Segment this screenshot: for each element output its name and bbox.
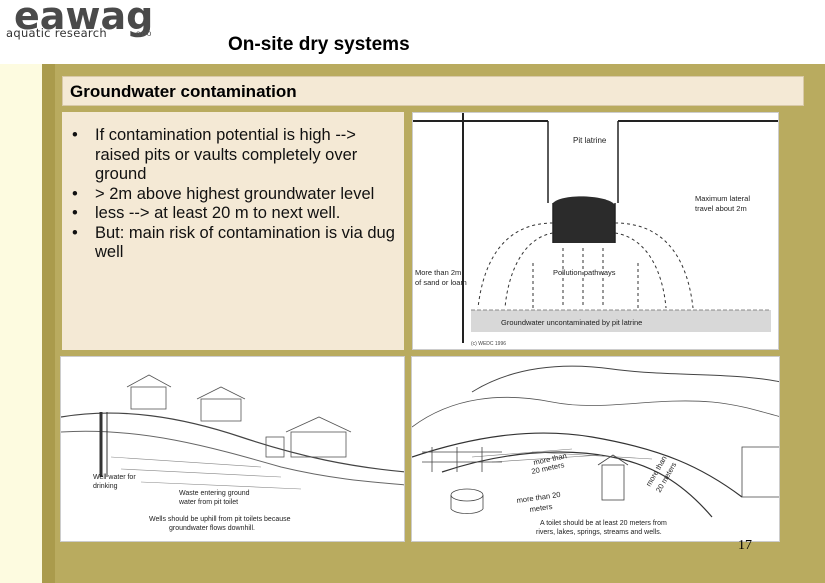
diagram-groundwater-label: Groundwater uncontaminated by pit latrin… [501,318,642,327]
sketch-waste-label-2: water from pit toilet [178,499,238,506]
sketch-right-caption-1: A toilet should be at least 20 meters fr… [540,520,667,527]
diagram-lateral-label-1: Maximum lateral [695,194,750,203]
diagram-pit-label: Pit latrine [573,136,607,145]
pit-latrine-svg: Pit latrine Maximum lateral travel about… [413,113,778,347]
bullet-item: •> 2m above highest groundwater level [72,184,375,203]
river-sketch-svg: more than 20 meters more than 20 meters … [412,365,779,536]
bullet-item: •less --> at least 20 m to next well. [72,204,341,222]
bullet-marker: • [72,223,78,242]
sketch-dist-2b: meters [529,502,553,514]
logo-subtitle: aquatic research [6,26,107,40]
bullet-marker: • [72,204,78,222]
sketch-right-caption-2: rivers, lakes, springs, streams and well… [536,529,662,536]
pit-latrine-diagram: Pit latrine Maximum lateral travel about… [412,112,779,350]
sketch-left-caption-1: Wells should be uphill from pit toilets … [149,516,291,523]
sketch-waste-label-1: Waste entering ground [179,490,250,497]
diagram-credit: (c) WEDC 1996 [471,341,506,347]
left-strip [0,64,42,583]
river-sketch: more than 20 meters more than 20 meters … [411,356,780,542]
eawag-logo: eawag aquatic research ooo [6,0,206,48]
sketch-dist-2a: more than 20 [516,490,561,505]
sketch-left-caption-2: groundwater flows downhill. [169,525,255,532]
diagram-pathways-label: Pollution pathways [553,268,616,277]
well-sketch-svg: Well water for drinking Waste entering g… [61,374,404,532]
bullet-item: •But: main risk of contamination is via … [72,223,395,262]
bullet-marker: • [72,184,78,203]
bullet-item: •If contamination potential is high --> … [72,126,358,183]
diagram-lateral-label-2: travel about 2m [695,204,747,213]
sketch-well-label-1: Well water for [93,474,136,481]
slide-title: On-site dry systems [228,34,410,55]
bullet-list: •If contamination potential is high --> … [72,126,398,263]
section-title: Groundwater contamination [70,82,297,101]
page-number: 17 [738,538,752,553]
logo-wordmark: eawag [14,0,154,38]
bullet-marker: • [72,126,78,144]
bullet-text-box: •If contamination potential is high --> … [62,112,404,350]
diagram-sand-label-2: of sand or loam [415,278,467,287]
section-header: Groundwater contamination [62,76,804,106]
logo-dots: ooo [136,29,153,38]
diagram-sand-label-1: More than 2m [415,268,461,277]
well-sketch: Well water for drinking Waste entering g… [60,356,405,542]
sketch-well-label-2: drinking [93,483,118,490]
